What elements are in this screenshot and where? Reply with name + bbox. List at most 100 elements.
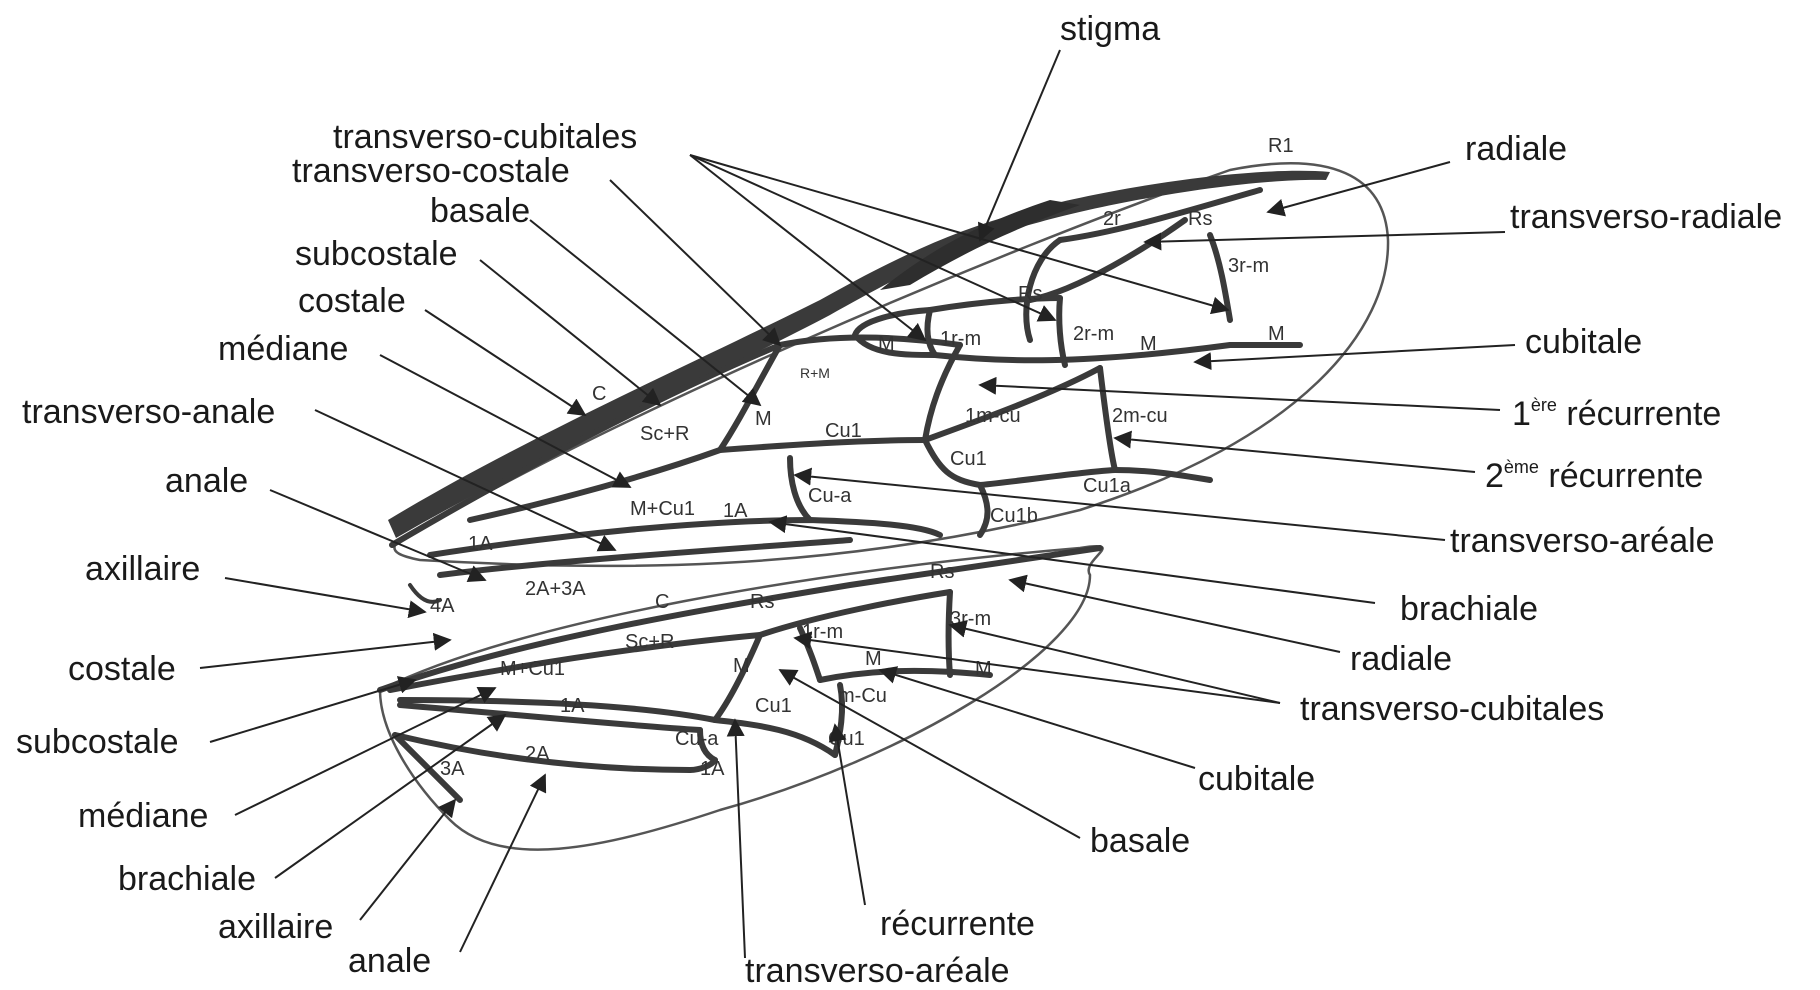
external-labels: stigma transverso-cubitales transverso-c… (16, 10, 1782, 990)
label-transverso-costale: transverso-costale (292, 152, 570, 190)
vein-1rm-cell (924, 307, 938, 358)
vein-label-2a3a: 2A+3A (525, 578, 586, 600)
vein-label-m-b: M (1268, 323, 1285, 345)
leader-mediane-top (379, 354, 632, 488)
label-transverso-areale-bottom: transverso-aréale (745, 952, 1010, 990)
vein-label-cu1-a: Cu1 (825, 420, 862, 442)
vein-m-cu1 (467, 447, 723, 523)
vein-scr-hind (387, 632, 763, 693)
leader-cubitale-bottom (878, 666, 1196, 769)
leader-radiale-top (1266, 161, 1451, 217)
vein-2rm (1056, 295, 1068, 368)
label-brachiale-bottom: brachiale (118, 860, 256, 898)
leader-recurrente1 (978, 376, 1501, 411)
vein-label-2r: 2r (1103, 208, 1121, 230)
vein-label-cu1b: Cu1b (990, 505, 1038, 527)
vein-label-1rm-b: 1r-m (802, 621, 843, 643)
vein-label-4a: 4A (430, 595, 455, 617)
leader-tanale (314, 409, 617, 552)
label-transverso-areale-right: transverso-aréale (1450, 522, 1715, 560)
vein-label-cu1-b: Cu1 (950, 448, 987, 470)
vein-label-1a-b: 1A (468, 533, 493, 555)
leader-recurrente2 (1113, 430, 1476, 473)
leader-subcostale-top (479, 259, 662, 407)
leader-anale-top (269, 489, 487, 583)
leader-basale-top (529, 219, 762, 407)
vein-label-mcu: m-Cu (838, 685, 887, 707)
vein-cu1-upper (922, 342, 963, 443)
vein-rs-hind (757, 589, 953, 638)
vein-label-2a: 2A (525, 743, 550, 765)
label-anale-top: anale (165, 462, 248, 500)
vein-label-m-g: M (733, 655, 750, 677)
vein-label-1mcu: 1m-cu (965, 405, 1021, 427)
label-axillaire-bottom: axillaire (218, 908, 333, 946)
vein-label-1a-d: 1A (700, 758, 725, 780)
vein-m-cell (852, 307, 938, 358)
vein-2r (1023, 237, 1063, 343)
label-costale-top: costale (298, 282, 406, 320)
leader-basale-bottom (778, 669, 1081, 839)
leader-tcub-bottom-2 (948, 619, 1281, 704)
vein-label-m-a: M (1140, 333, 1157, 355)
vein-label-mcu1-a: M+Cu1 (630, 498, 695, 520)
vein-label-rs-c: Rs (750, 591, 774, 613)
label-axillaire-top: axillaire (85, 550, 200, 588)
leader-tareale-bottom (726, 718, 746, 959)
vein-1m-cu (922, 365, 1103, 443)
leader-radiale-bottom (1008, 574, 1341, 653)
label-cubitale-top: cubitale (1525, 323, 1642, 361)
vein-sc-r (389, 342, 783, 548)
vein-1a-lower (437, 537, 853, 578)
vein-1a-upper (427, 517, 943, 558)
leader-brachiale-bottom (274, 713, 507, 879)
vein-label-cu1-d: Cu1 (828, 728, 865, 750)
vein-label-m-d: M (755, 408, 772, 430)
vein-label-cu1a: Cu1a (1083, 475, 1132, 497)
vein-label-scr-b: Sc+R (625, 631, 674, 653)
label-mediane-bottom: médiane (78, 797, 208, 835)
leader-brachiale-right (768, 515, 1376, 604)
vein-rs-upper (1057, 187, 1263, 243)
vein-label-r1: R1 (1268, 135, 1294, 157)
vein-cu-a (787, 455, 813, 523)
leader-lines (199, 49, 1516, 959)
leader-recurrente-bottom (828, 723, 866, 906)
vein-cu1-hind (712, 717, 838, 758)
leader-axillaire-bottom (359, 798, 457, 921)
leader-mediane-bottom (234, 687, 497, 816)
hindwing (377, 544, 1104, 851)
label-basale-top: basale (430, 192, 530, 230)
label-subcostale-top: subcostale (295, 235, 458, 273)
label-radiale-bottom: radiale (1350, 640, 1452, 678)
leader-subcostale-bottom (209, 676, 417, 743)
label-anale-bottom: anale (348, 942, 431, 980)
vein-1a-hind (397, 702, 703, 733)
leader-anale-bottom (459, 773, 547, 953)
vein-label-1a-c: 1A (560, 695, 585, 717)
vein-label-rs-d: Rs (930, 561, 954, 583)
leader-tcub-top-1 (689, 154, 927, 342)
vein-label-cua-b: Cu-a (675, 728, 719, 750)
vein-m-hind (712, 632, 763, 723)
label-stigma: stigma (1060, 10, 1160, 48)
leader-stigma (977, 49, 1061, 242)
label-transverso-cubitales-bottom: transverso-cubitales (1300, 690, 1604, 728)
vein-label-2rm: 2r-m (1073, 323, 1114, 345)
vein-label-rs-a: Rs (1188, 208, 1212, 230)
leader-costale-bottom (199, 632, 452, 669)
leader-axillaire-top (224, 577, 427, 619)
vein-label-m-f: M (975, 658, 992, 680)
label-transverso-cubitales-top: transverso-cubitales (333, 118, 637, 156)
vein-cu1b (977, 482, 991, 538)
vein-label-cua-a: Cu-a (808, 485, 852, 507)
label-brachiale-right: brachiale (1400, 590, 1538, 628)
vein-label-rm: R+M (800, 365, 830, 381)
vein-1a-low-hind (687, 757, 718, 773)
vein-mcu1-hind (397, 697, 718, 723)
vein-mcu-hind (832, 682, 846, 758)
vein-cu1-lower (922, 437, 1118, 488)
leader-tcub-bottom-1 (793, 631, 1281, 704)
label-cubitale-bottom: cubitale (1198, 760, 1315, 798)
